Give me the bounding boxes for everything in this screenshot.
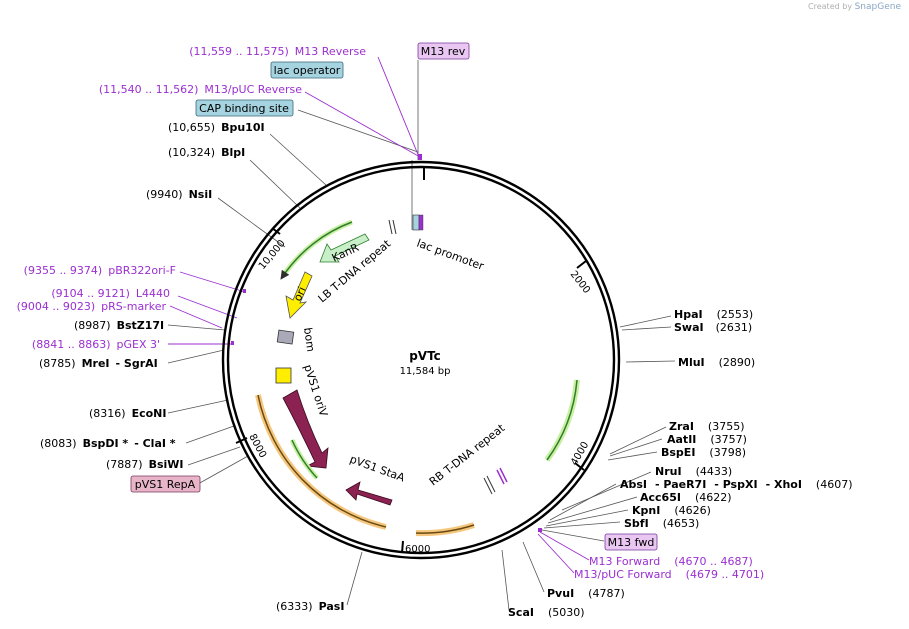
primer-label[interactable]: (9104 .. 9121)L4440 <box>51 287 170 300</box>
pvs1-oriv-label: pVS1 oriV <box>301 363 330 419</box>
pvs1-staa-label: pVS1 StaA <box>348 453 407 485</box>
green-arc-small-line <box>291 439 318 479</box>
tick-label: 8000 <box>246 432 268 460</box>
sites-bottom: (6333)PasI ScaI(5030) PvuI(4787) <box>276 587 625 619</box>
green-arc-arrow <box>280 221 353 280</box>
tick-label: 2000 <box>568 269 592 296</box>
m13-rev-text: M13 rev <box>421 45 466 58</box>
site-label[interactable]: (10,655)Bpu10I <box>168 121 265 134</box>
site-label[interactable]: (7887)BsiWI <box>106 458 184 471</box>
site-label[interactable]: (8083)BspDI *- ClaI * <box>40 437 176 450</box>
site-label[interactable]: BspEI(3798) <box>661 446 746 459</box>
site-label[interactable]: Acc65I(4622) <box>640 491 732 504</box>
green-arc-right-line <box>546 379 578 461</box>
rb-primer-line <box>496 469 505 485</box>
primer-mark <box>231 341 234 345</box>
bom-block <box>276 329 295 345</box>
site-label[interactable]: (10,324)BlpI <box>168 146 245 159</box>
repa-arc <box>257 394 387 528</box>
ori-label: ori <box>291 285 309 303</box>
m13-fwd-box[interactable]: M13 fwd <box>604 533 658 551</box>
pvs1-repa-text: pVS1 RepA <box>135 478 196 491</box>
ori-arrow <box>285 271 313 319</box>
site-label[interactable]: KpnI(4626) <box>632 504 711 517</box>
lb-tick-line <box>392 219 397 235</box>
primer-label[interactable]: M13 Forward(4670 .. 4687) <box>589 555 753 568</box>
kanr-arrow <box>319 233 370 263</box>
rb-primer-line <box>499 467 508 483</box>
site-label[interactable]: MluI(2890) <box>678 356 755 369</box>
plasmid-size: 11,584 bp <box>400 366 451 377</box>
site-label[interactable]: (6333)PasI <box>276 600 344 613</box>
lac-operator-box[interactable]: lac operator <box>270 61 344 79</box>
rb-tdna-label: RB T-DNA repeat <box>427 421 508 488</box>
lac-operator-text: lac operator <box>274 64 341 77</box>
backbone-inner <box>226 165 616 555</box>
primer-mark <box>243 289 246 293</box>
m13-fwd-text: M13 fwd <box>608 536 655 549</box>
site-label[interactable]: ZraI(3755) <box>669 420 745 433</box>
bom-label: bom <box>301 327 317 353</box>
site-label[interactable]: (8316)EcoNI <box>89 407 166 420</box>
site-label[interactable]: SwaI(2631) <box>674 321 752 334</box>
plasmid-name: pVTc <box>409 349 441 363</box>
site-label[interactable]: AatII(3757) <box>667 433 747 446</box>
m13-rev-block <box>418 214 424 231</box>
rb-tick-line <box>483 477 493 495</box>
repa-arc-right <box>415 524 475 534</box>
green-arc-right <box>544 379 580 462</box>
backbone-outer <box>221 160 621 560</box>
primer-lines <box>168 56 590 574</box>
primer-label[interactable]: (11,559 .. 11,575)M13 Reverse <box>189 45 366 58</box>
primer-mark <box>418 154 422 160</box>
pvs1-oriv-block <box>275 367 292 384</box>
site-label[interactable]: PvuI(4787) <box>547 587 625 600</box>
site-label[interactable]: AbsI- PaeR7I- PspXI- XhoI(4607) <box>620 478 853 491</box>
primer-label[interactable]: (8841 .. 8863)pGEX 3' <box>32 338 160 351</box>
site-label[interactable]: ScaI(5030) <box>508 606 585 619</box>
primer-label[interactable]: (9355 .. 9374)pBR322ori-F <box>24 264 176 277</box>
site-label[interactable]: (9940)NsiI <box>146 188 212 201</box>
sites-left: (10,655)Bpu10I (10,324)BlpI (9940)NsiI (… <box>39 121 265 471</box>
cap-binding-text: CAP binding site <box>199 102 289 115</box>
m13-rev-box[interactable]: M13 rev <box>417 42 470 60</box>
lb-tick-line <box>388 219 393 235</box>
site-label[interactable]: NruI(4433) <box>655 465 732 478</box>
leader-lines <box>167 60 676 611</box>
tick-marks <box>235 168 587 554</box>
primer-mark <box>538 528 542 532</box>
lac-operator-block <box>412 214 420 231</box>
site-label[interactable]: HpaI(2553) <box>674 308 753 321</box>
tick-label: 6000 <box>405 544 430 555</box>
primer-label[interactable]: M13/pUC Forward(4679 .. 4701) <box>574 568 764 581</box>
primer-label[interactable]: (11,540 .. 11,562)M13/pUC Reverse <box>99 83 302 96</box>
sites-right: HpaI(2553) SwaI(2631) MluI(2890) ZraI(37… <box>620 308 853 530</box>
pvs1-repa-box[interactable]: pVS1 RepA <box>130 475 201 493</box>
credit-prefix: Created by <box>808 2 853 11</box>
site-label[interactable]: SbfI(4653) <box>624 517 699 530</box>
primer-labels-left: (11,559 .. 11,575)M13 Reverse (11,540 ..… <box>17 45 367 351</box>
cap-binding-box[interactable]: CAP binding site <box>195 99 294 117</box>
site-label[interactable]: (8987)BstZ17I <box>74 319 164 332</box>
rb-tick-line <box>486 475 496 493</box>
lac-promoter-label: lac promoter <box>415 237 486 273</box>
primer-labels-right: M13 Forward(4670 .. 4687) M13/pUC Forwar… <box>574 555 764 581</box>
pvs1-arrow-large <box>282 389 329 469</box>
tick-label: 4000 <box>569 440 591 468</box>
snapgene-logo: SnapGene <box>854 2 901 12</box>
primer-label[interactable]: (9004 .. 9023)pRS-marker <box>17 300 167 313</box>
site-label[interactable]: (8785)MreI- SgrAI <box>39 357 158 370</box>
credit: Created by SnapGene <box>808 2 901 12</box>
pvs1-staa-arrow <box>345 481 393 506</box>
